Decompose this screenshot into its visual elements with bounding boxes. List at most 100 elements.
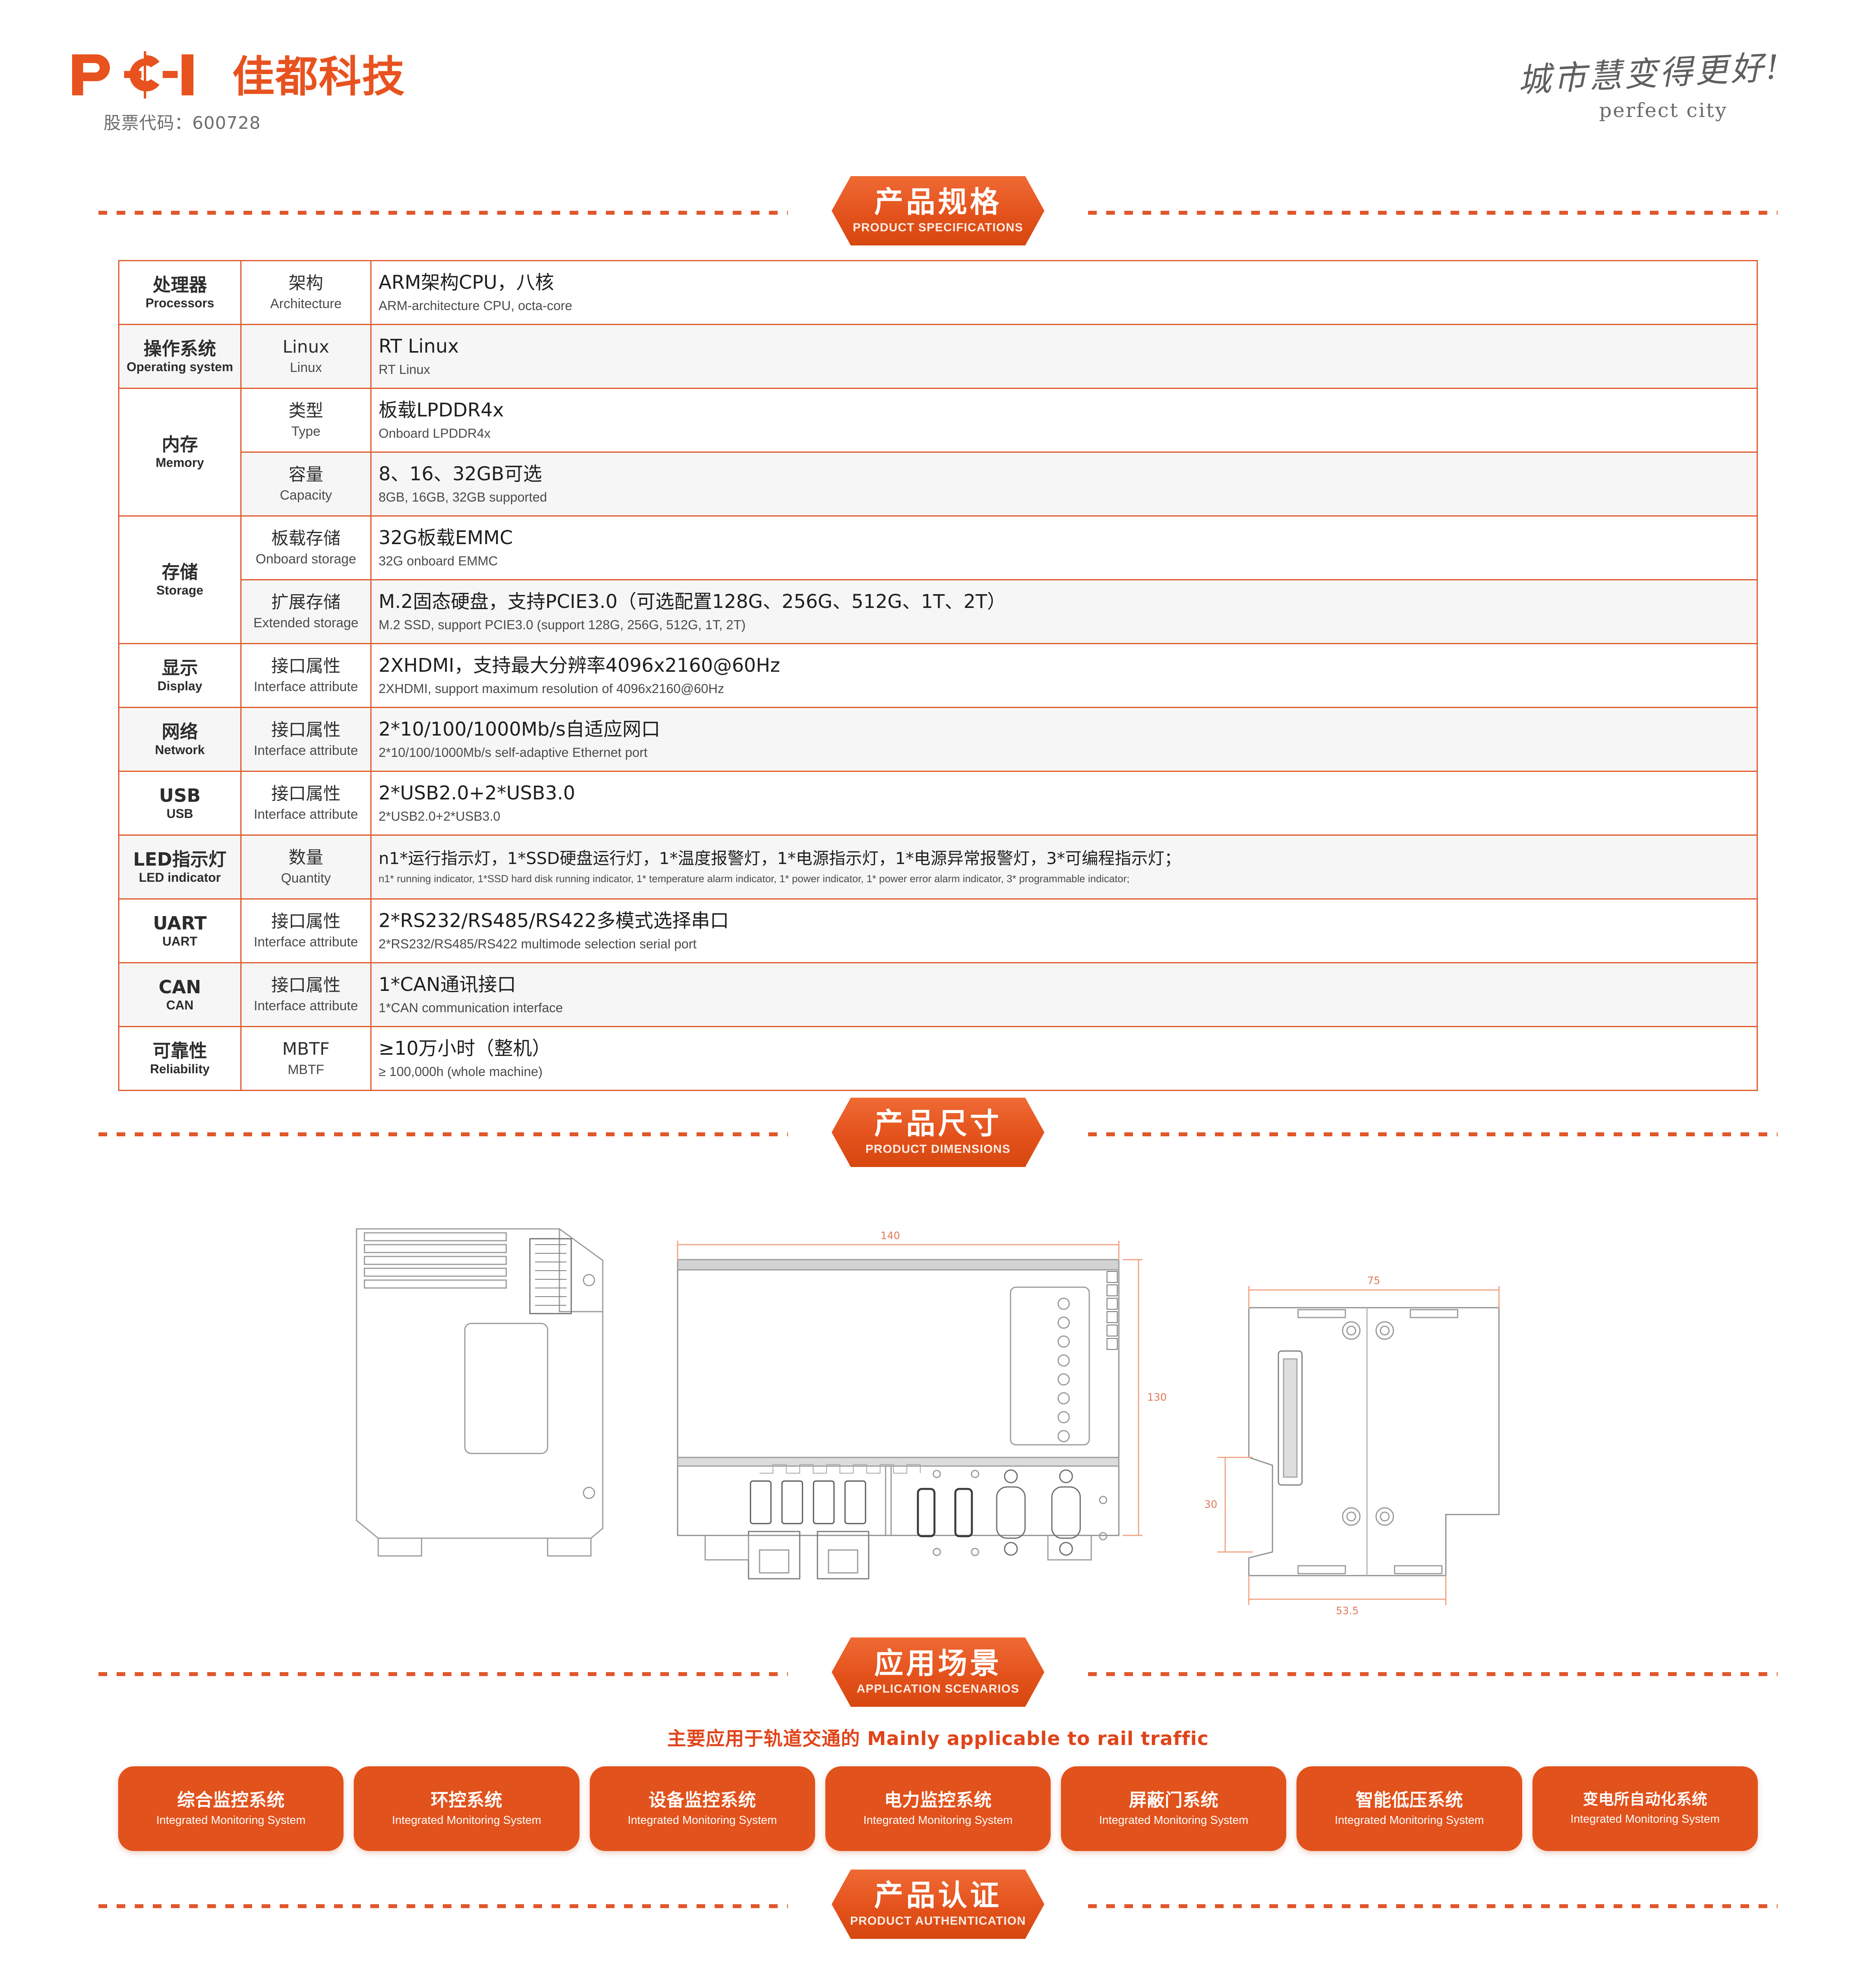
spec-category-en: Storage — [156, 583, 204, 597]
spec-value-en: ≥ 100,000h (whole machine) — [379, 1064, 543, 1079]
spec-value-en: M.2 SSD, support PCIE3.0 (support 128G, … — [379, 617, 746, 632]
brand-tagline: 城市慧变得更好! perfect city — [1517, 47, 1782, 122]
spec-value-cn: 1*CAN通讯接口 — [379, 974, 516, 996]
section-badge-scenarios: 应用场景 APPLICATION SCENARIOS — [832, 1637, 1044, 1707]
spec-subcategory-cn: 容量 — [288, 464, 323, 485]
section-title-en: PRODUCT SPECIFICATIONS — [853, 221, 1023, 234]
side-view — [1248, 1307, 1500, 1576]
spec-value-cell: ≥10万小时（整机）≥ 100,000h (whole machine) — [370, 1026, 1758, 1091]
spec-category-cn: 可靠性 — [152, 1040, 207, 1061]
spec-subcategory-cn: 接口属性 — [271, 911, 341, 931]
spec-value-cell: 1*CAN通讯接口 1*CAN communication interface — [370, 962, 1758, 1027]
spec-subcategory-en: Linux — [290, 360, 322, 375]
spec-subcategory-cn: Linux — [282, 336, 329, 357]
spec-subcategory-en: Capacity — [280, 487, 332, 503]
spec-subcategory-en: Interface attribute — [254, 743, 358, 758]
spec-category-en: Reliability — [150, 1061, 210, 1076]
section-title-en: PRODUCT DIMENSIONS — [865, 1142, 1011, 1156]
spec-value-cn: M.2固态硬盘，支持PCIE3.0（可选配置128G、256G、512G、1T、… — [379, 591, 1006, 613]
spec-category-cn: UART — [153, 912, 207, 934]
spec-value-en: ARM-architecture CPU, octa-core — [379, 298, 572, 313]
divider-left — [98, 211, 788, 215]
spec-subcategory-en: Interface attribute — [254, 679, 358, 694]
spec-value-en: 1*CAN communication interface — [379, 1000, 563, 1015]
spec-category-en: UART — [162, 934, 197, 948]
spec-subcategory-cn: MBTF — [282, 1039, 330, 1059]
spec-category-cn: LED指示灯 — [133, 848, 227, 870]
hdmi-ports — [917, 1488, 973, 1537]
dimension-drawing-svg: 140 130 75 30 53.5 — [356, 1228, 1500, 1617]
spec-subcategory-cn: 板载存储 — [271, 528, 341, 548]
spec-value-cell: ARM架构CPU，八核 ARM-architecture CPU, octa-co… — [370, 260, 1758, 325]
tagline-en: perfect city — [1599, 99, 1728, 122]
spec-category-cn: 存储 — [162, 561, 198, 583]
side-screws — [1342, 1321, 1394, 1526]
divider-right — [1088, 1672, 1778, 1676]
stock-code: 股票代码：600728 — [104, 113, 261, 133]
spec-category-en: Network — [155, 742, 205, 757]
spec-subcategory-cell: MBTF MBTF — [240, 1026, 371, 1091]
spec-value-cn: 32G板载EMMC — [379, 527, 513, 549]
spec-value-cn: 2*USB2.0+2*USB3.0 — [379, 782, 576, 805]
spec-value-cell: M.2固态硬盘，支持PCIE3.0（可选配置128G、256G、512G、1T、… — [370, 579, 1758, 644]
section-header-scenarios: 应用场景 APPLICATION SCENARIOS — [0, 1631, 1876, 1714]
dimension-lines — [677, 1241, 1500, 1605]
spec-category-en: Processors — [145, 296, 214, 310]
scenario-label-en: Integrated Monitoring System — [156, 1814, 306, 1827]
spec-category-en: USB — [166, 806, 193, 821]
divider-right — [1088, 1132, 1778, 1136]
spec-category-en: LED indicator — [139, 870, 221, 885]
section-header-dims: 产品尺寸 PRODUCT DIMENSIONS — [0, 1091, 1876, 1174]
usb-ports — [750, 1480, 866, 1524]
divider-right — [1088, 211, 1778, 215]
scenario-label-cn: 屏蔽门系统 — [1129, 1789, 1219, 1810]
scenario-label-cn: 设备监控系统 — [648, 1789, 756, 1810]
spec-value-cn: ARM架构CPU，八核 — [379, 271, 554, 294]
spec-subcategory-en: Interface attribute — [254, 934, 358, 950]
spec-subcategory-en: Quantity — [281, 870, 331, 886]
section-title-cn: 产品尺寸 — [874, 1107, 1002, 1141]
spec-subcategory-en: MBTF — [288, 1062, 324, 1077]
spec-subcategory-cn: 扩展存储 — [271, 592, 341, 612]
spec-category-cn: CAN — [158, 976, 201, 998]
scenario-headline: 主要应用于轨道交通的 Mainly applicable to rail tra… — [0, 1723, 1876, 1751]
scenario-label-cn: 环控系统 — [431, 1789, 503, 1810]
section-badge-certificates: 产品认证 PRODUCT AUTHENTICATION — [832, 1870, 1044, 1939]
pci-logo-icon — [72, 51, 193, 98]
page-header: 佳都科技 股票代码：600728 城市慧变得更好! perfect city — [0, 0, 1876, 169]
spec-value-cn: 2*RS232/RS485/RS422多模式选择串口 — [379, 910, 729, 932]
spec-subcategory-en: Type — [291, 424, 321, 439]
spec-subcategory-cn: 数量 — [288, 847, 323, 868]
scenario-headline-en: Mainly applicable to rail traffic — [867, 1728, 1209, 1750]
scenario-label-en: Integrated Monitoring System — [1570, 1812, 1720, 1825]
dim-side-notch: 30 — [1204, 1499, 1217, 1511]
